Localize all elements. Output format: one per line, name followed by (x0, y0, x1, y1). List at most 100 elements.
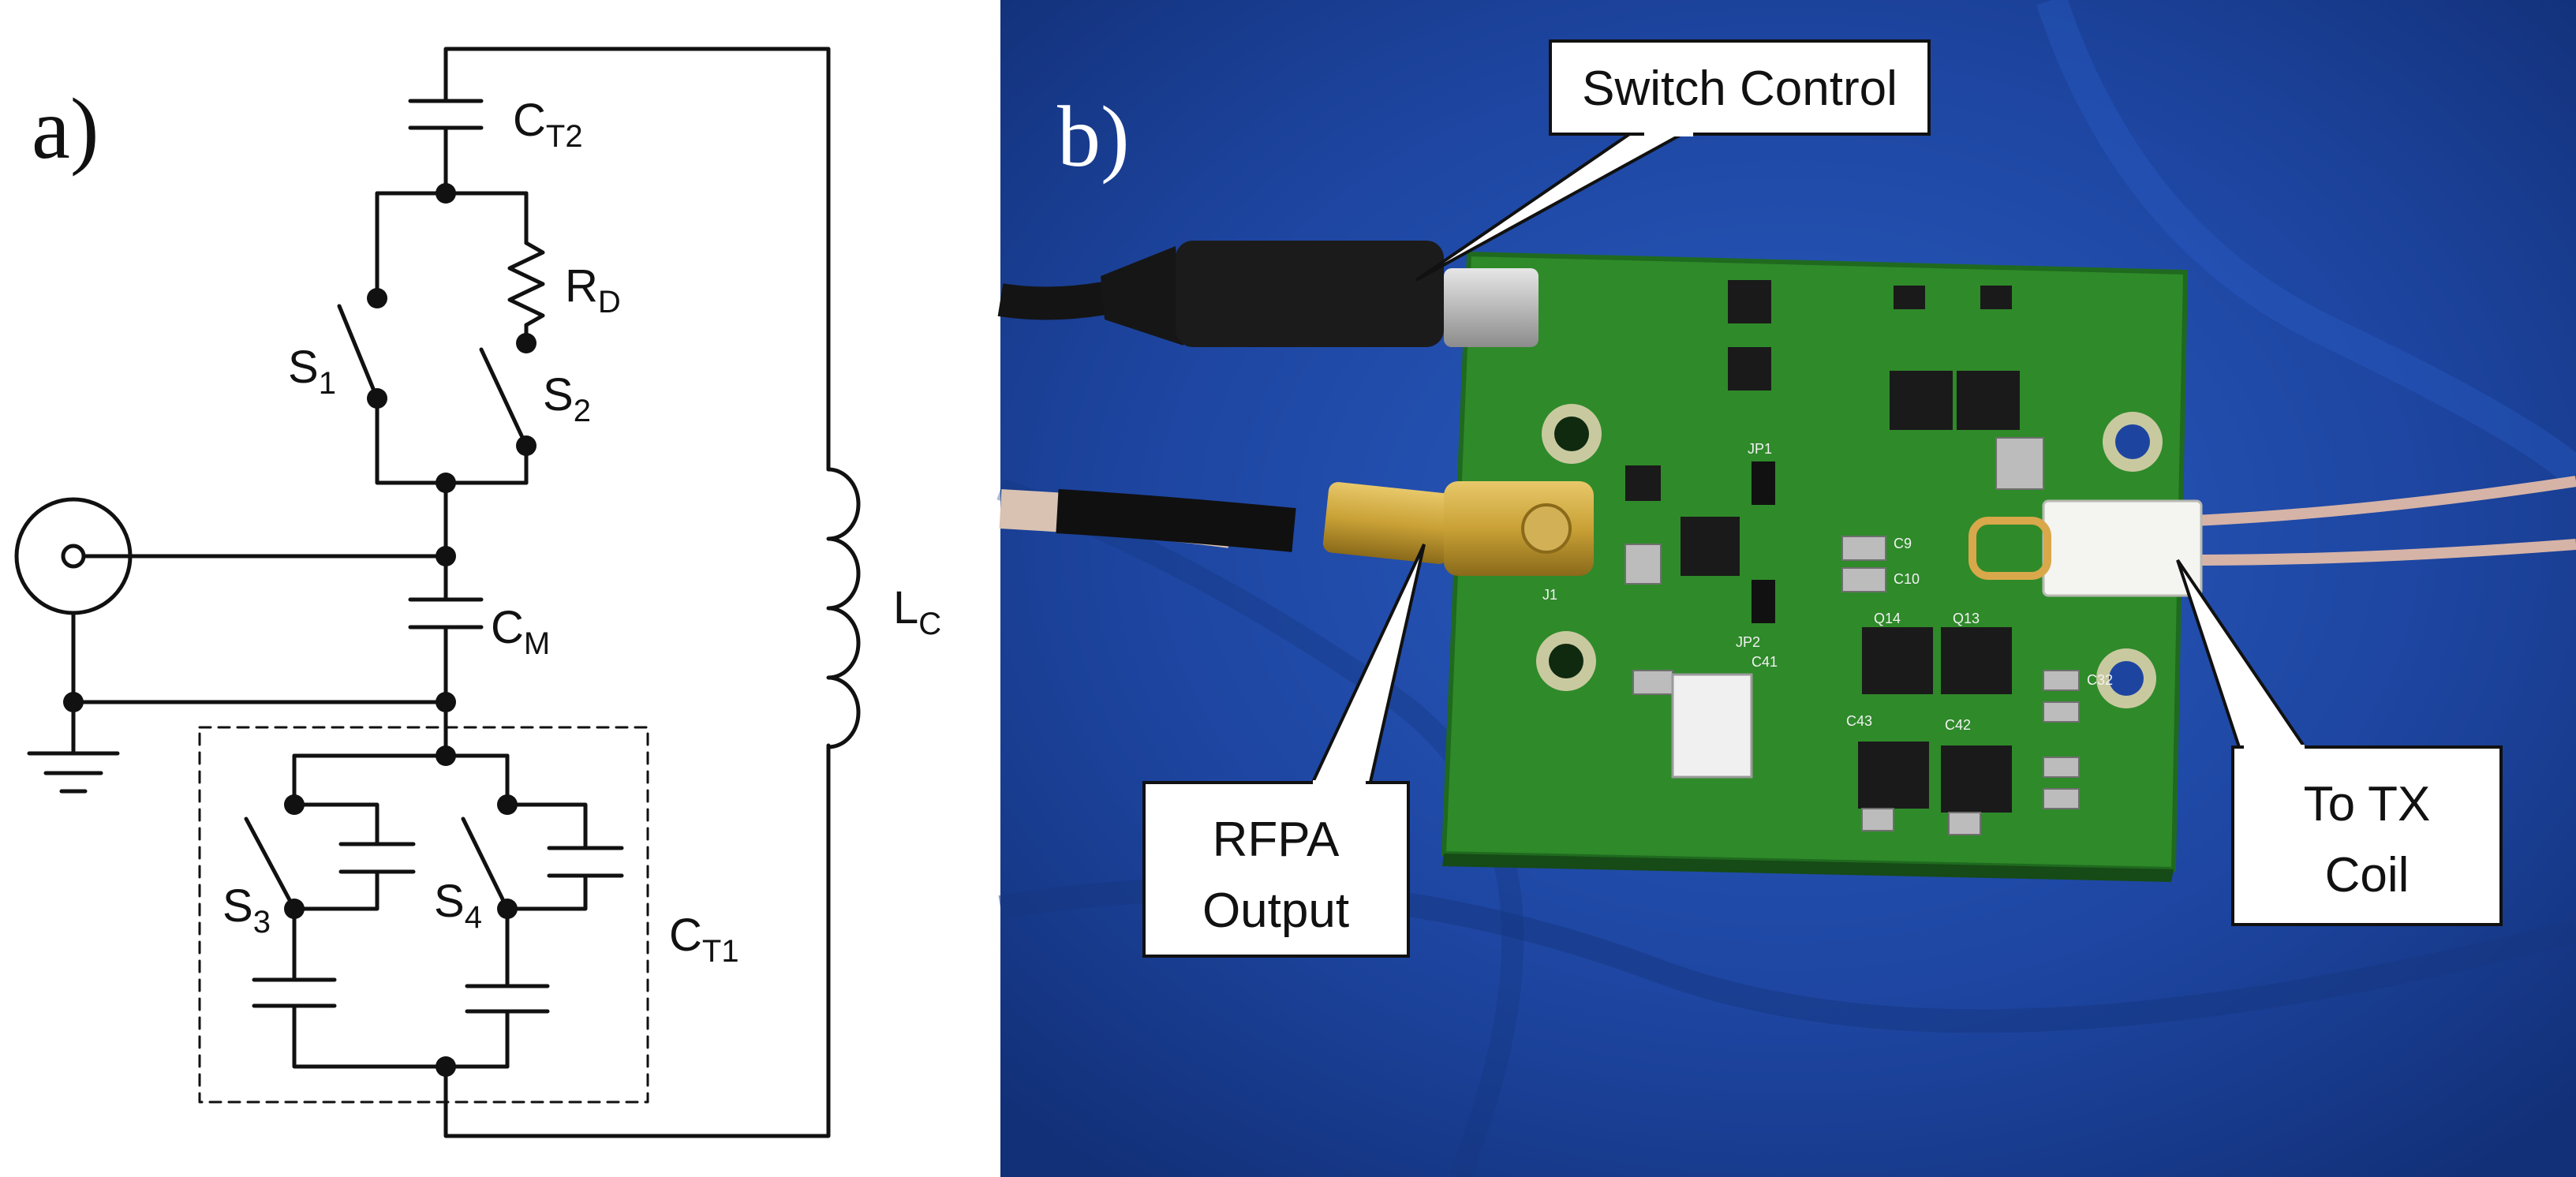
callout-box (2231, 745, 2503, 926)
mosfet (1957, 371, 2020, 430)
silk-c41: C42 (1945, 717, 1971, 733)
capacitor (1632, 670, 1673, 695)
coax-source-inner (61, 544, 86, 569)
callout-label-line2: Output (1202, 884, 1349, 938)
s1-blade (337, 304, 379, 401)
node (516, 333, 537, 353)
coax-sleeve (1056, 489, 1296, 552)
relay (1671, 673, 1753, 779)
mounting-hole (1554, 417, 1589, 451)
ct1-dashed-box (198, 726, 649, 1104)
tx-connector (2042, 499, 2203, 597)
silk-c42: C43 (1846, 713, 1872, 729)
label-s2: S2 (543, 369, 591, 428)
pcb-components (1625, 280, 2020, 813)
mounting-holes (1536, 404, 2163, 708)
passives (1624, 437, 2080, 835)
capacitor (2043, 788, 2080, 809)
wire-right-branch (505, 753, 588, 850)
panel-a-label: a) (32, 80, 99, 177)
capacitor (1841, 567, 1886, 592)
wire-s3-bottom (292, 869, 379, 911)
mosfet (1858, 742, 1929, 809)
mounting-hole (1549, 644, 1583, 678)
callout-rfpa-output: RFPA Output (1142, 544, 1426, 958)
silk-u6: C41 (1752, 654, 1778, 670)
mosfet (1941, 745, 2012, 813)
callout-to-tx-coil: To TX Coil (2176, 559, 2503, 926)
capacitor (1624, 544, 1662, 585)
label-s4: S4 (434, 876, 482, 935)
callout-switch-control: Switch Control (1415, 39, 1931, 282)
sma-connector (1322, 482, 1455, 564)
wire-ground (71, 611, 448, 704)
silk-jp2: JP2 (1736, 634, 1760, 650)
cloth-fold (996, 478, 1524, 1177)
rd-resistor (507, 241, 545, 327)
jumper (1752, 580, 1775, 623)
wire-s1-down (375, 396, 529, 485)
schematic-panel (14, 47, 861, 1138)
label-cm: CM (491, 602, 550, 661)
capacitor (1995, 437, 2044, 490)
s2-blade (479, 347, 529, 448)
node (284, 899, 305, 919)
wire-left-to-bottom (292, 1003, 510, 1069)
usb-strain-relief (1101, 246, 1183, 346)
node (436, 1056, 456, 1077)
photo-panel: J1 JP1 JP2 C9 C10 C41 C32 C43 C42 Q14 Q1… (996, 0, 2576, 1177)
capacitor (2043, 757, 2080, 778)
mounting-hole (2115, 424, 2150, 459)
s3-blade (244, 816, 297, 911)
ic (1894, 286, 1925, 309)
silk-q13: Q13 (1953, 611, 1980, 626)
callout-label: Switch Control (1582, 62, 1897, 116)
node (367, 388, 387, 409)
label-ct1: CT1 (669, 910, 739, 969)
tx-wire (2193, 476, 2576, 526)
capacitor (1948, 812, 1981, 835)
tx-header-pins (1968, 517, 2051, 580)
pcb-board-shadow (1442, 854, 2174, 882)
silk-c43: C32 (2087, 672, 2113, 688)
wire-s4-bottom (505, 873, 588, 911)
usb-cable (997, 282, 1108, 320)
node (63, 692, 84, 712)
schematic-nodes (63, 183, 537, 1077)
mounting-hole (2109, 661, 2144, 696)
node (367, 288, 387, 308)
mosfet (1681, 517, 1740, 576)
label-s1: S1 (288, 342, 336, 401)
usb-plug-body (1176, 241, 1444, 347)
ic (1980, 286, 2012, 309)
capacitor (1861, 808, 1894, 831)
node (436, 692, 456, 712)
sma-pin (1521, 503, 1572, 554)
label-ct2: CT2 (513, 95, 583, 154)
s4-blade (461, 816, 510, 911)
callout-label-line1: RFPA (1213, 813, 1340, 867)
capacitor (1841, 536, 1886, 561)
node (516, 435, 537, 456)
mosfet (1890, 371, 1953, 430)
mosfet (1862, 627, 1933, 694)
usb-plug-metal (1444, 268, 1538, 347)
node (497, 794, 518, 815)
label-s3: S3 (222, 880, 271, 940)
silkscreen: J1 JP1 JP2 C9 C10 C41 C32 C43 C42 Q14 Q1… (1542, 441, 2113, 733)
callout-box (1142, 781, 1410, 958)
silk-c10: C10 (1894, 571, 1920, 587)
label-rd: RD (565, 260, 621, 319)
cloth-fold (2036, 0, 2576, 485)
ic (1728, 280, 1771, 323)
node (436, 546, 456, 566)
mosfet (1941, 627, 2012, 694)
callout-label-line1: To TX (2304, 777, 2431, 831)
silk-jp1: JP1 (1748, 441, 1772, 457)
label-lc: LC (893, 582, 941, 641)
panel-b-label: b) (1057, 88, 1130, 185)
jumper (1752, 461, 1775, 505)
silk-c9: C9 (1894, 536, 1912, 551)
node (436, 473, 456, 493)
